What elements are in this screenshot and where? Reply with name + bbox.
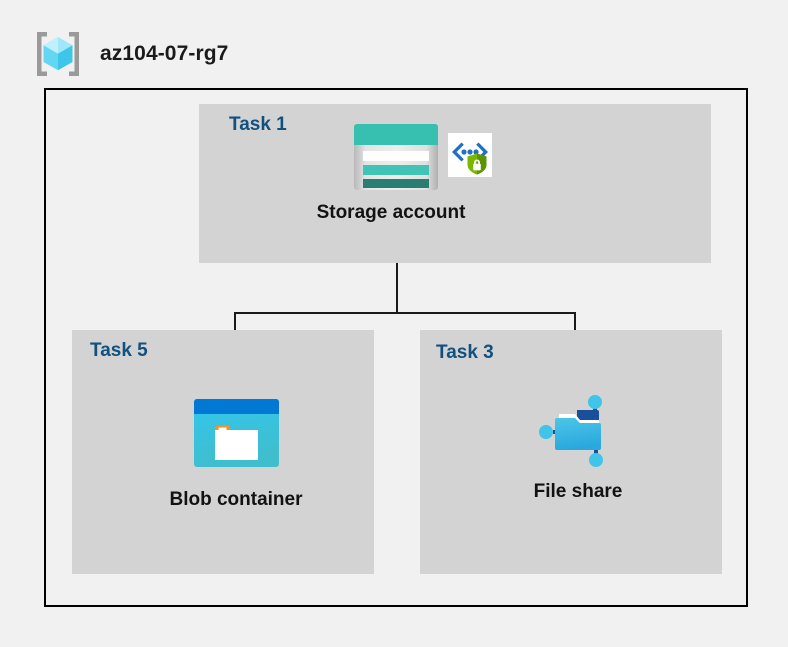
node-label-file-share: File share [533, 481, 623, 502]
resource-group-icon [30, 26, 86, 82]
task-box-storage-account: Task 1 [199, 104, 711, 263]
blob-container-icon [194, 399, 279, 467]
storage-account-icon [354, 124, 438, 190]
node-label-storage-account: Storage account [316, 202, 466, 223]
file-share-icon [533, 392, 619, 468]
task-label-3: Task 3 [436, 342, 494, 363]
secure-endpoint-shield-icon [448, 133, 492, 177]
task-box-file-share: Task 3 [420, 330, 722, 574]
task-label-1: Task 1 [229, 114, 287, 135]
resource-group-name: az104-07-rg7 [100, 42, 229, 65]
connector-storage-stem [396, 258, 398, 314]
task-label-5: Task 5 [90, 340, 148, 361]
node-label-blob-container: Blob container [169, 489, 303, 510]
resource-group-header: az104-07-rg7 [30, 26, 228, 82]
resource-group-boundary [44, 88, 748, 607]
connector-horizontal-bar [234, 312, 576, 314]
